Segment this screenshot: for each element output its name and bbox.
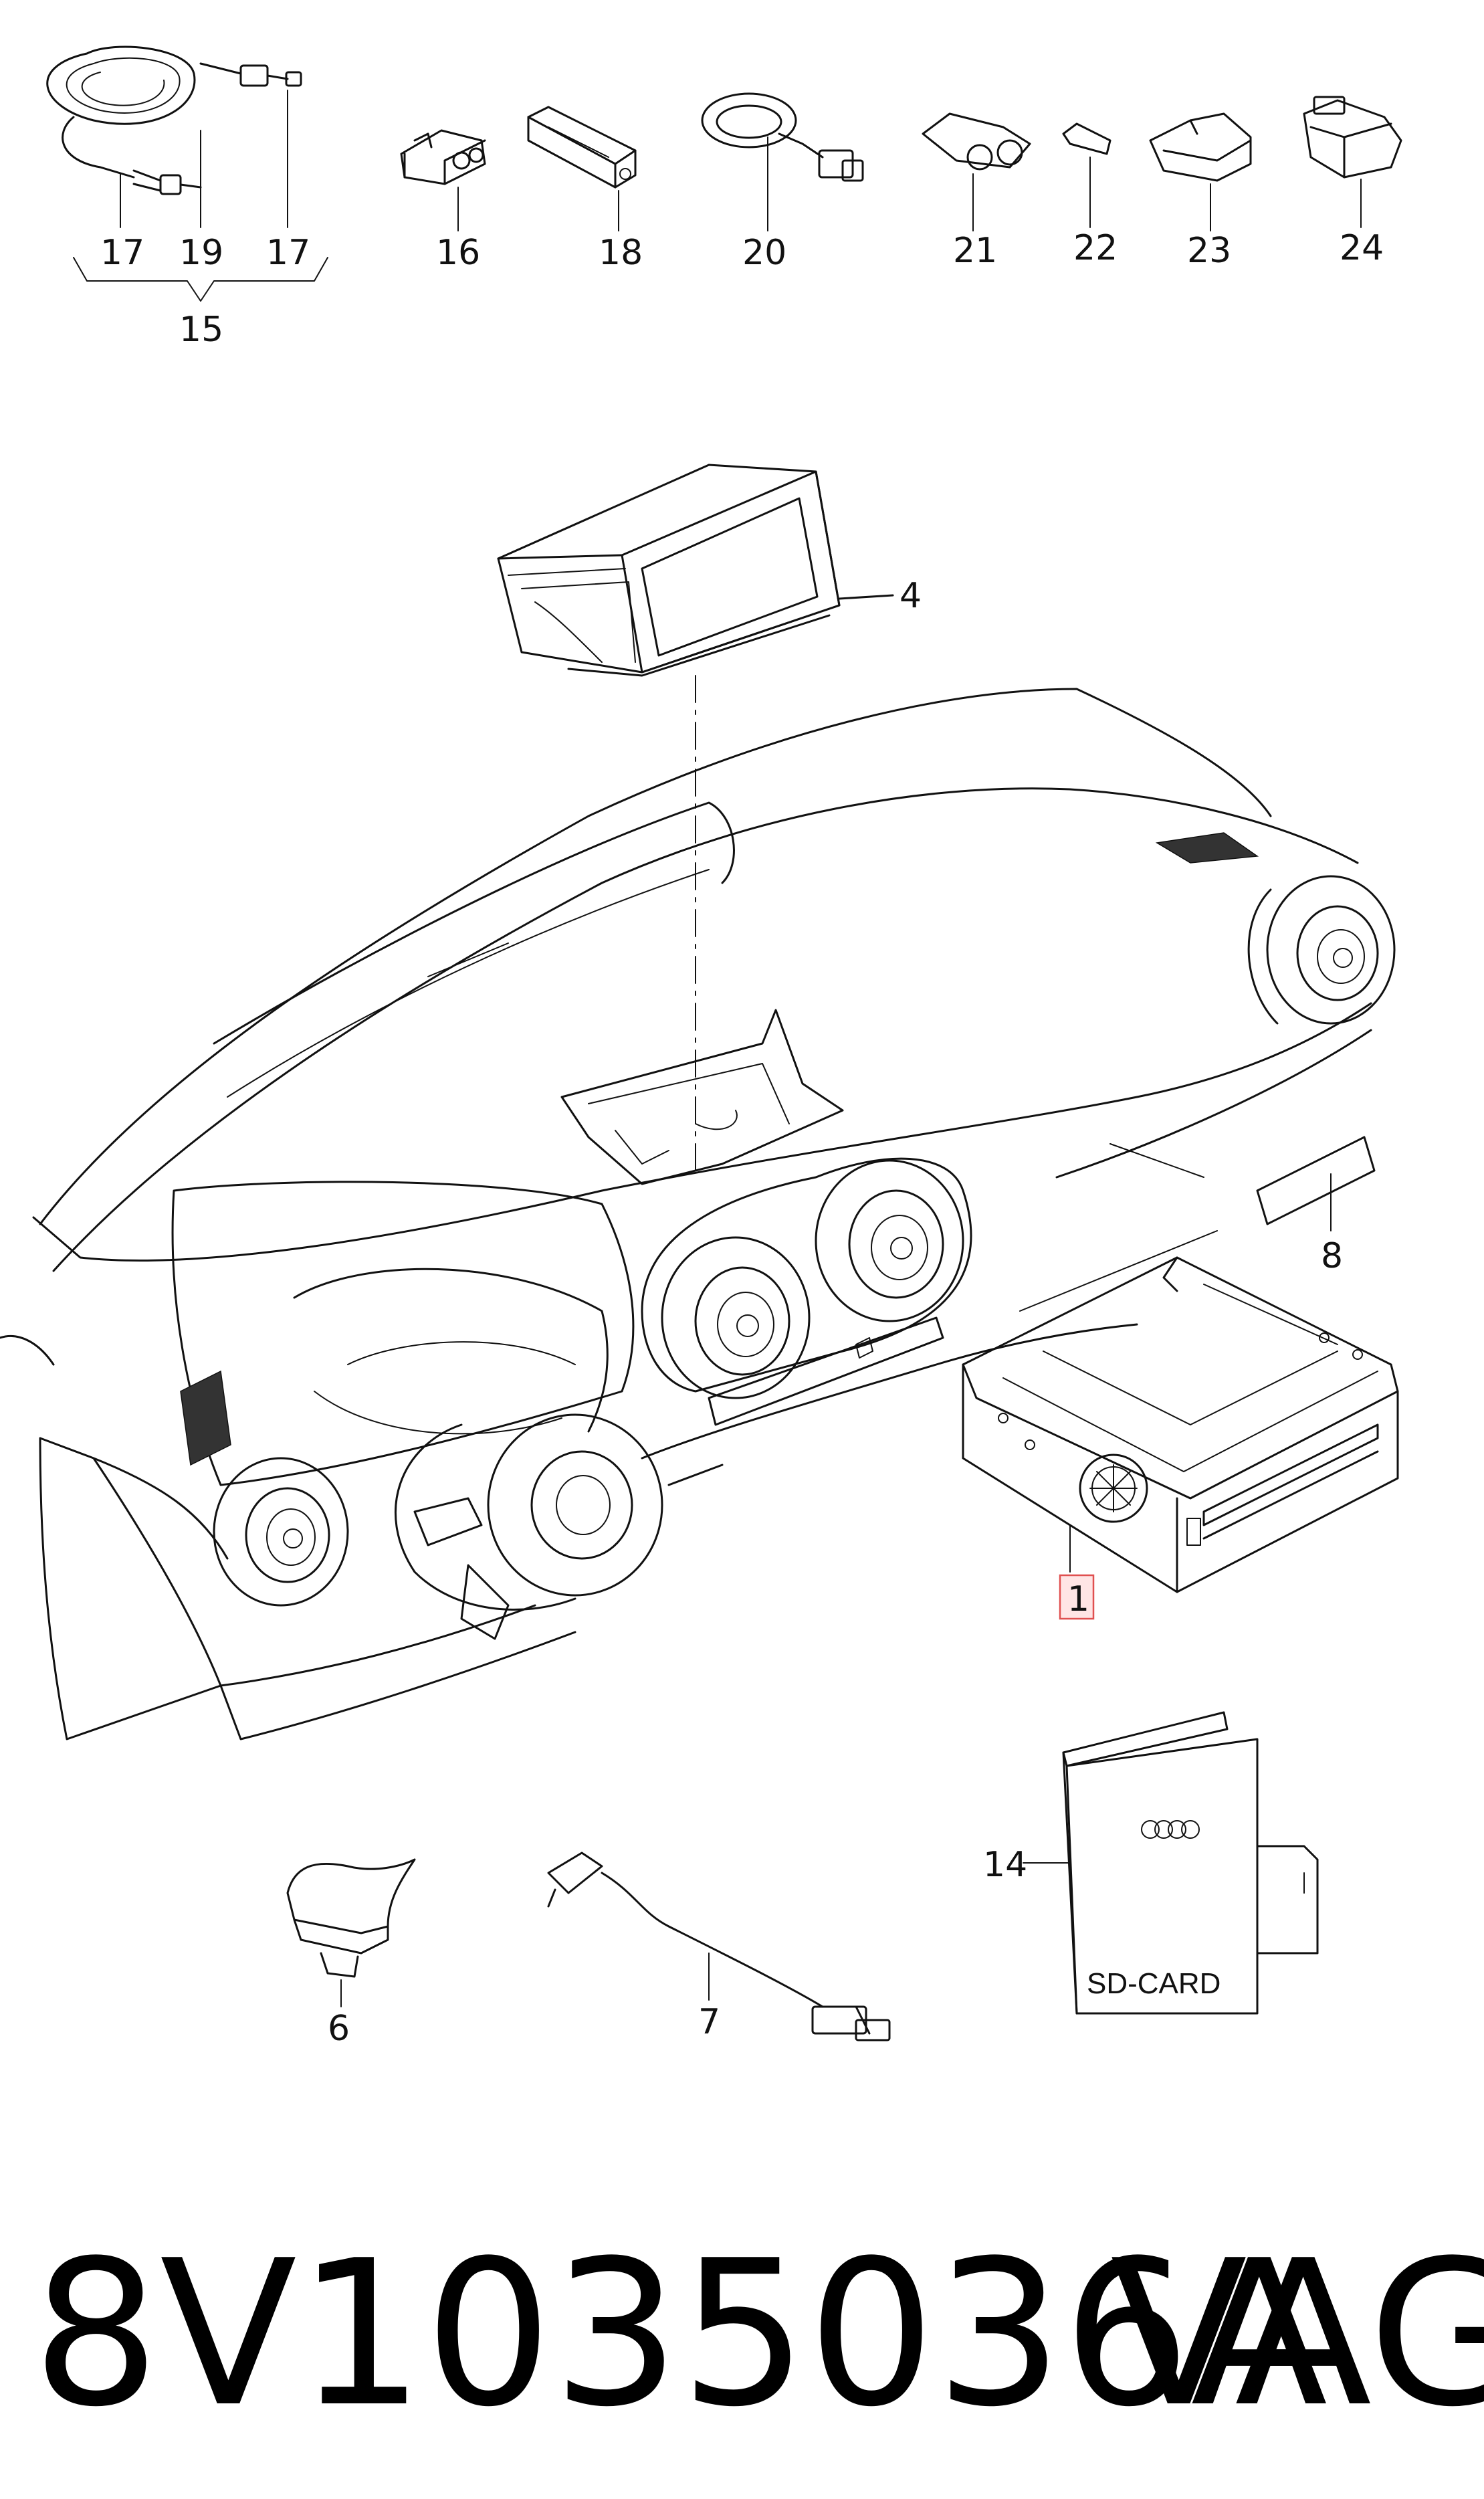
part-number: 8V1035036A: [32, 2217, 1328, 2451]
callout-leaders-15: [73, 90, 328, 302]
callout-21: 21: [953, 231, 997, 271]
connector-24: [1303, 96, 1402, 228]
callout-6: 6: [328, 2009, 350, 2049]
dashboard-assembly: [0, 688, 1396, 1740]
callout-17-right: 17: [266, 233, 310, 273]
manual-sd-card: SD-CARD: [1023, 1711, 1319, 2015]
callout-17-left: 17: [100, 233, 144, 273]
four-rings-logo: [1141, 1820, 1200, 1839]
connector-18: [527, 106, 637, 231]
callout-8: 8: [1321, 1236, 1343, 1276]
callout-15: 15: [179, 310, 223, 350]
cover-cap-23: [1149, 112, 1252, 231]
coiled-cable-assembly: [46, 45, 302, 195]
callout-14: 14: [983, 1845, 1027, 1885]
callout-4: 4: [899, 576, 922, 616]
callout-23: 23: [1187, 231, 1231, 271]
callout-24: 24: [1340, 228, 1384, 268]
display-unit: [497, 464, 894, 1178]
antenna-cable-7: [547, 1852, 891, 2041]
callout-18: 18: [599, 233, 643, 273]
sd-card-label: SD-CARD: [1087, 1967, 1221, 2000]
callout-1-highlight: [1059, 1574, 1095, 1620]
callout-7: 7: [698, 2002, 720, 2042]
brand-label: VAG: [1110, 2217, 1484, 2451]
callout-19: 19: [179, 233, 223, 273]
plug-22: [1062, 122, 1111, 228]
roof-antenna-6: [286, 1858, 416, 2007]
callout-16: 16: [436, 233, 480, 273]
head-unit: [962, 1256, 1399, 1593]
callout-20: 20: [742, 233, 786, 273]
connector-21: [922, 112, 1031, 231]
ring-antenna-20: [701, 92, 864, 231]
callout-1: 1: [1067, 1579, 1089, 1619]
label-sticker-8: [1019, 1136, 1376, 1312]
connector-16: [400, 129, 486, 231]
callout-22: 22: [1073, 228, 1118, 268]
